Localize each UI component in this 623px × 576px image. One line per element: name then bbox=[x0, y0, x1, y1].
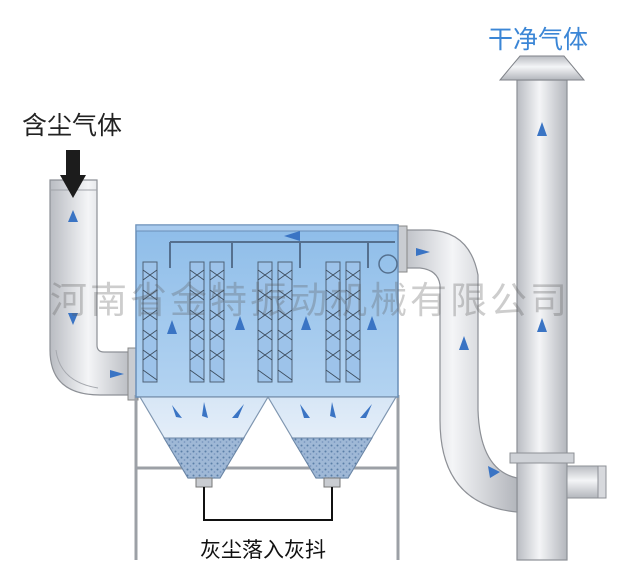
inlet-pipe bbox=[49, 179, 139, 401]
dust-hoppers bbox=[138, 396, 398, 488]
dust-pile-right bbox=[291, 437, 373, 479]
flow-arrow-icon bbox=[110, 370, 124, 378]
filter-bag bbox=[209, 261, 225, 383]
filter-bag bbox=[257, 261, 273, 383]
outlet-duct bbox=[397, 225, 518, 513]
flow-arrow-icon bbox=[537, 122, 547, 136]
dust-hopper-label: 灰尘落入灰抖 bbox=[200, 538, 326, 562]
flow-arrow-icon bbox=[284, 231, 300, 241]
flow-arrow-icon bbox=[172, 405, 182, 418]
filter-bag bbox=[189, 261, 205, 383]
flow-arrow-icon bbox=[300, 404, 310, 418]
air-flow-arrows bbox=[60, 122, 547, 478]
flow-arrow-icon bbox=[167, 320, 177, 334]
company-watermark: 河南省金特振动机械有限公司 bbox=[50, 279, 570, 322]
exhaust-stack bbox=[498, 55, 607, 561]
filter-bag bbox=[142, 261, 158, 383]
dust-fall-arrows bbox=[172, 402, 372, 418]
clean-gas-label: 干净气体 bbox=[488, 25, 589, 54]
filter-bag bbox=[325, 261, 341, 383]
flow-arrow-icon bbox=[537, 318, 547, 332]
dust-pile-left bbox=[163, 437, 245, 479]
flow-arrow-icon bbox=[459, 336, 469, 350]
exit-cap-icon bbox=[498, 55, 586, 81]
flow-arrow-icon bbox=[367, 316, 377, 330]
flow-arrow-icon bbox=[330, 402, 336, 418]
filter-bag bbox=[277, 261, 293, 383]
flow-arrow-icon bbox=[232, 404, 244, 418]
flow-arrow-icon bbox=[301, 316, 311, 330]
flow-arrow-icon bbox=[416, 248, 430, 256]
dusty-gas-label: 含尘气体 bbox=[22, 111, 123, 140]
inlet-arrow-icon bbox=[60, 150, 86, 198]
flow-arrow-icon bbox=[488, 466, 500, 478]
filter-bags bbox=[142, 261, 361, 383]
ash-label-bracket bbox=[203, 487, 333, 521]
flow-arrow-icon bbox=[235, 316, 245, 330]
flow-arrow-icon bbox=[68, 313, 78, 325]
flow-arrow-icon bbox=[360, 404, 372, 418]
flow-arrow-icon bbox=[68, 210, 78, 222]
filter-bag bbox=[345, 261, 361, 383]
flow-arrow-icon bbox=[202, 402, 208, 418]
